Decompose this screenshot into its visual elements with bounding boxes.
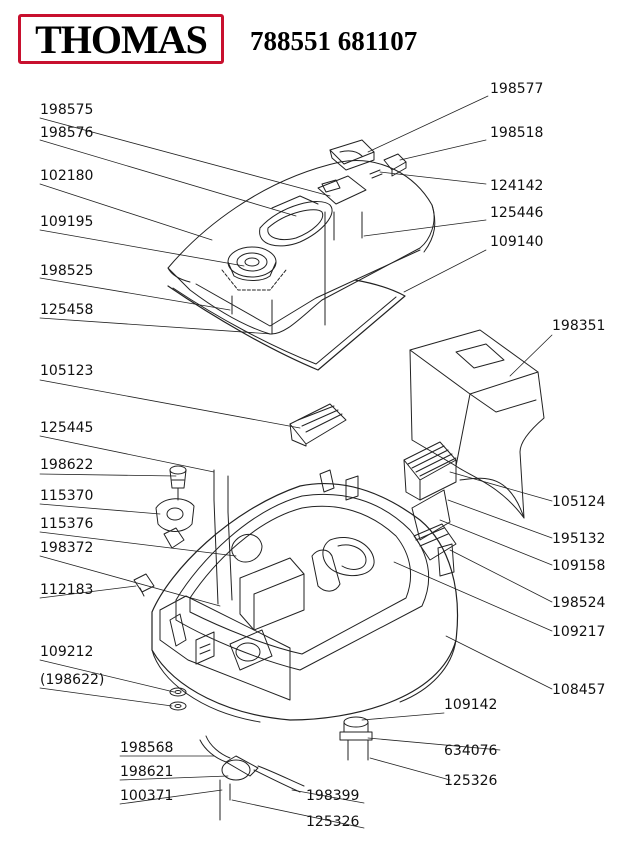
label-125326-bottom: 125326 xyxy=(306,814,360,830)
label-195132: 195132 xyxy=(552,531,605,547)
label-112183: 112183 xyxy=(40,582,93,598)
brand-logo-frame xyxy=(18,14,224,64)
bottom-right-fitting xyxy=(339,716,373,761)
label-125445: 125445 xyxy=(40,420,93,436)
label-109142: 109142 xyxy=(444,697,497,713)
grille-part xyxy=(289,403,347,447)
handle-slot-part xyxy=(259,195,333,247)
label-109195: 109195 xyxy=(40,214,93,230)
label-109217: 109217 xyxy=(552,624,605,640)
label-105124: 105124 xyxy=(552,494,606,510)
label-198399: 198399 xyxy=(306,788,359,804)
brand-logo: THOMAS xyxy=(35,16,208,62)
label-198568: 198568 xyxy=(120,740,173,756)
label-125326-right: 125326 xyxy=(444,773,498,789)
side-grille-part xyxy=(403,441,457,541)
label-198621: 198621 xyxy=(120,764,173,780)
label-102180: 102180 xyxy=(40,168,93,184)
filter-ring-part xyxy=(221,246,287,291)
label-109158: 109158 xyxy=(552,558,605,574)
label-115376: 115376 xyxy=(40,516,94,532)
label-115370: 115370 xyxy=(40,488,93,504)
label-198518: 198518 xyxy=(490,125,543,141)
label-634076: 634076 xyxy=(444,743,498,759)
label-105123: 105123 xyxy=(40,363,93,379)
label-198577: 198577 xyxy=(490,81,543,97)
main-body-part xyxy=(151,469,459,723)
label-109212: 109212 xyxy=(40,644,93,660)
button-assembly-part xyxy=(317,139,407,205)
leader-lines xyxy=(39,95,553,829)
label-198525: 198525 xyxy=(40,263,93,279)
filter-cover-part xyxy=(409,329,545,519)
label-100371: 100371 xyxy=(120,788,173,804)
label-198575: 198575 xyxy=(40,102,93,118)
label-198524: 198524 xyxy=(552,595,606,611)
label-125458: 125458 xyxy=(40,302,93,318)
label-198351: 198351 xyxy=(552,318,605,334)
label-198576: 198576 xyxy=(40,125,94,141)
label-198372: 198372 xyxy=(40,540,93,556)
label-198622-ref: (198622) xyxy=(40,672,104,688)
label-125446: 125446 xyxy=(490,205,544,221)
part-labels: 198577 198575 198576 198518 102180 12414… xyxy=(40,81,606,830)
model-numbers: 788551 681107 xyxy=(250,26,418,56)
cover-screws xyxy=(231,211,363,335)
label-109140: 109140 xyxy=(490,234,543,250)
label-198622: 198622 xyxy=(40,457,93,473)
left-small-parts xyxy=(133,465,233,711)
hose-connector-part xyxy=(199,735,305,821)
top-cover-part xyxy=(167,160,436,371)
label-108457: 108457 xyxy=(552,682,605,698)
label-124142: 124142 xyxy=(490,178,543,194)
